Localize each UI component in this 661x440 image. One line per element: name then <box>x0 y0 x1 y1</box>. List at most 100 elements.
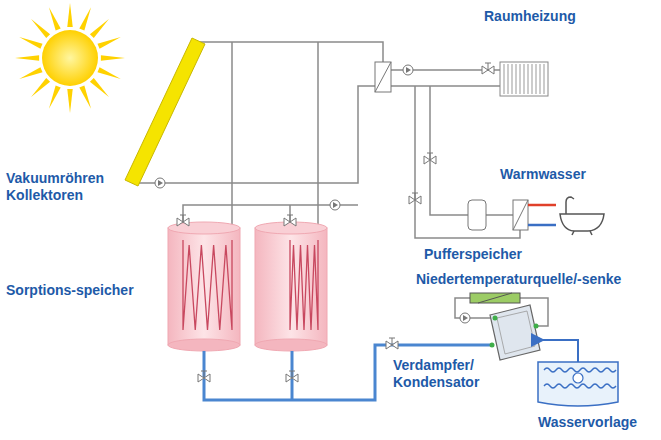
radiator-rib <box>532 64 533 94</box>
sun-ray <box>67 3 72 27</box>
label-position: Pufferspeicher <box>424 246 554 263</box>
buffer-pipe <box>486 214 513 216</box>
coil <box>290 240 318 330</box>
submersible-pump <box>573 373 583 383</box>
evaporator-condenser <box>490 305 540 360</box>
dhw-heat-exchanger <box>513 200 528 230</box>
label-position: Verdampfer/ Kondensator <box>393 357 485 391</box>
sun-ray <box>79 85 91 108</box>
valve-symbol <box>386 338 398 349</box>
tank-pipe <box>231 42 233 240</box>
water-reservoir <box>538 362 618 406</box>
label-position: Sorptions-speicher <box>6 282 156 299</box>
sorption-tank <box>168 222 240 351</box>
sun-ray <box>97 37 120 49</box>
coil <box>183 240 232 330</box>
bathtub-foot <box>590 231 592 235</box>
heat-exchanger <box>375 62 391 92</box>
label-position: Wasservorlage <box>538 414 656 431</box>
tank-top <box>255 222 327 234</box>
pump-symbol <box>403 65 413 75</box>
radiator-rib <box>504 64 505 94</box>
tank-bottom <box>168 339 240 351</box>
sun-ray <box>19 37 42 49</box>
valve-symbol <box>284 215 296 226</box>
tank-body <box>168 228 240 345</box>
wave <box>544 384 616 388</box>
connector-dot <box>493 316 498 321</box>
radiator-rib <box>508 64 509 94</box>
sun-ray <box>67 89 72 113</box>
component-label: Vakuumröhren Kollektoren <box>6 170 118 204</box>
component-label: Niedertemperaturquelle/-senke <box>416 271 656 288</box>
sun <box>42 30 98 86</box>
radiator-rib <box>524 64 525 94</box>
evaporator-plate <box>497 311 535 354</box>
buffer-return-pipe <box>415 86 520 238</box>
bathtub-foot <box>572 231 574 235</box>
sun-ray <box>19 67 42 79</box>
vapour-pipe <box>204 345 492 400</box>
valve-symbol <box>198 371 210 382</box>
buffer-pipe <box>430 86 468 215</box>
connector-dots <box>490 316 541 348</box>
sun-ray <box>31 78 50 97</box>
tank-body <box>255 228 327 345</box>
source-mark <box>478 293 512 303</box>
radiator-rib <box>516 64 517 94</box>
label-position: Vakuumröhren Kollektoren <box>6 170 118 204</box>
valve-symbol <box>177 215 189 226</box>
low-temperature-source <box>470 293 520 303</box>
label-position: Raumheizung <box>484 8 614 25</box>
sun-ray <box>15 55 39 60</box>
heat-exchanger-mark <box>375 62 391 92</box>
heat-exchanger-coil <box>183 240 318 330</box>
sun-rays <box>15 3 125 113</box>
radiator-body <box>500 62 548 96</box>
hot-water-pipe <box>528 204 556 207</box>
component-label: Sorptions-speicher <box>6 282 156 299</box>
buffer-tank <box>468 200 486 230</box>
label-position: Warmwasser <box>500 166 620 183</box>
sun-ray <box>90 78 109 97</box>
radiator-rib <box>544 64 545 94</box>
radiator-rib <box>536 64 537 94</box>
pump-symbol <box>155 178 165 188</box>
component-label: Pufferspeicher <box>424 246 554 263</box>
radiator-rib <box>528 64 529 94</box>
radiator-rib <box>520 64 521 94</box>
connector-dot <box>490 343 495 348</box>
valve-symbol <box>424 153 436 164</box>
wave <box>544 368 616 372</box>
cold-water-pipe <box>528 224 556 227</box>
bathtub-icon <box>560 197 604 235</box>
vapour-pipe <box>204 345 492 400</box>
radiator-rib <box>540 64 541 94</box>
pump-symbol <box>330 200 340 210</box>
bathtub <box>560 214 604 231</box>
sun-ray <box>49 85 61 108</box>
connector-dot <box>534 324 539 329</box>
pump-symbol <box>460 313 470 323</box>
component-label: Raumheizung <box>484 8 614 25</box>
heat-exchanger-mark <box>513 200 528 230</box>
component-label: Verdampfer/ Kondensator <box>393 357 485 391</box>
heating-pipe <box>391 85 500 87</box>
sun-ray <box>90 19 109 38</box>
vacuum-tube-collector <box>125 38 205 186</box>
sun-ray <box>31 19 50 38</box>
valve-symbol <box>409 193 421 204</box>
supply-pipe <box>200 42 383 62</box>
water-waves <box>544 368 616 388</box>
tank-bottom <box>255 339 327 351</box>
component-label: Wasservorlage <box>538 414 656 431</box>
sun-ray <box>97 67 120 79</box>
component-label: Warmwasser <box>500 166 620 183</box>
sun-ray <box>79 7 91 30</box>
sorption-tank <box>255 222 327 351</box>
valve-symbol <box>482 63 494 74</box>
sun-ray <box>49 7 61 30</box>
